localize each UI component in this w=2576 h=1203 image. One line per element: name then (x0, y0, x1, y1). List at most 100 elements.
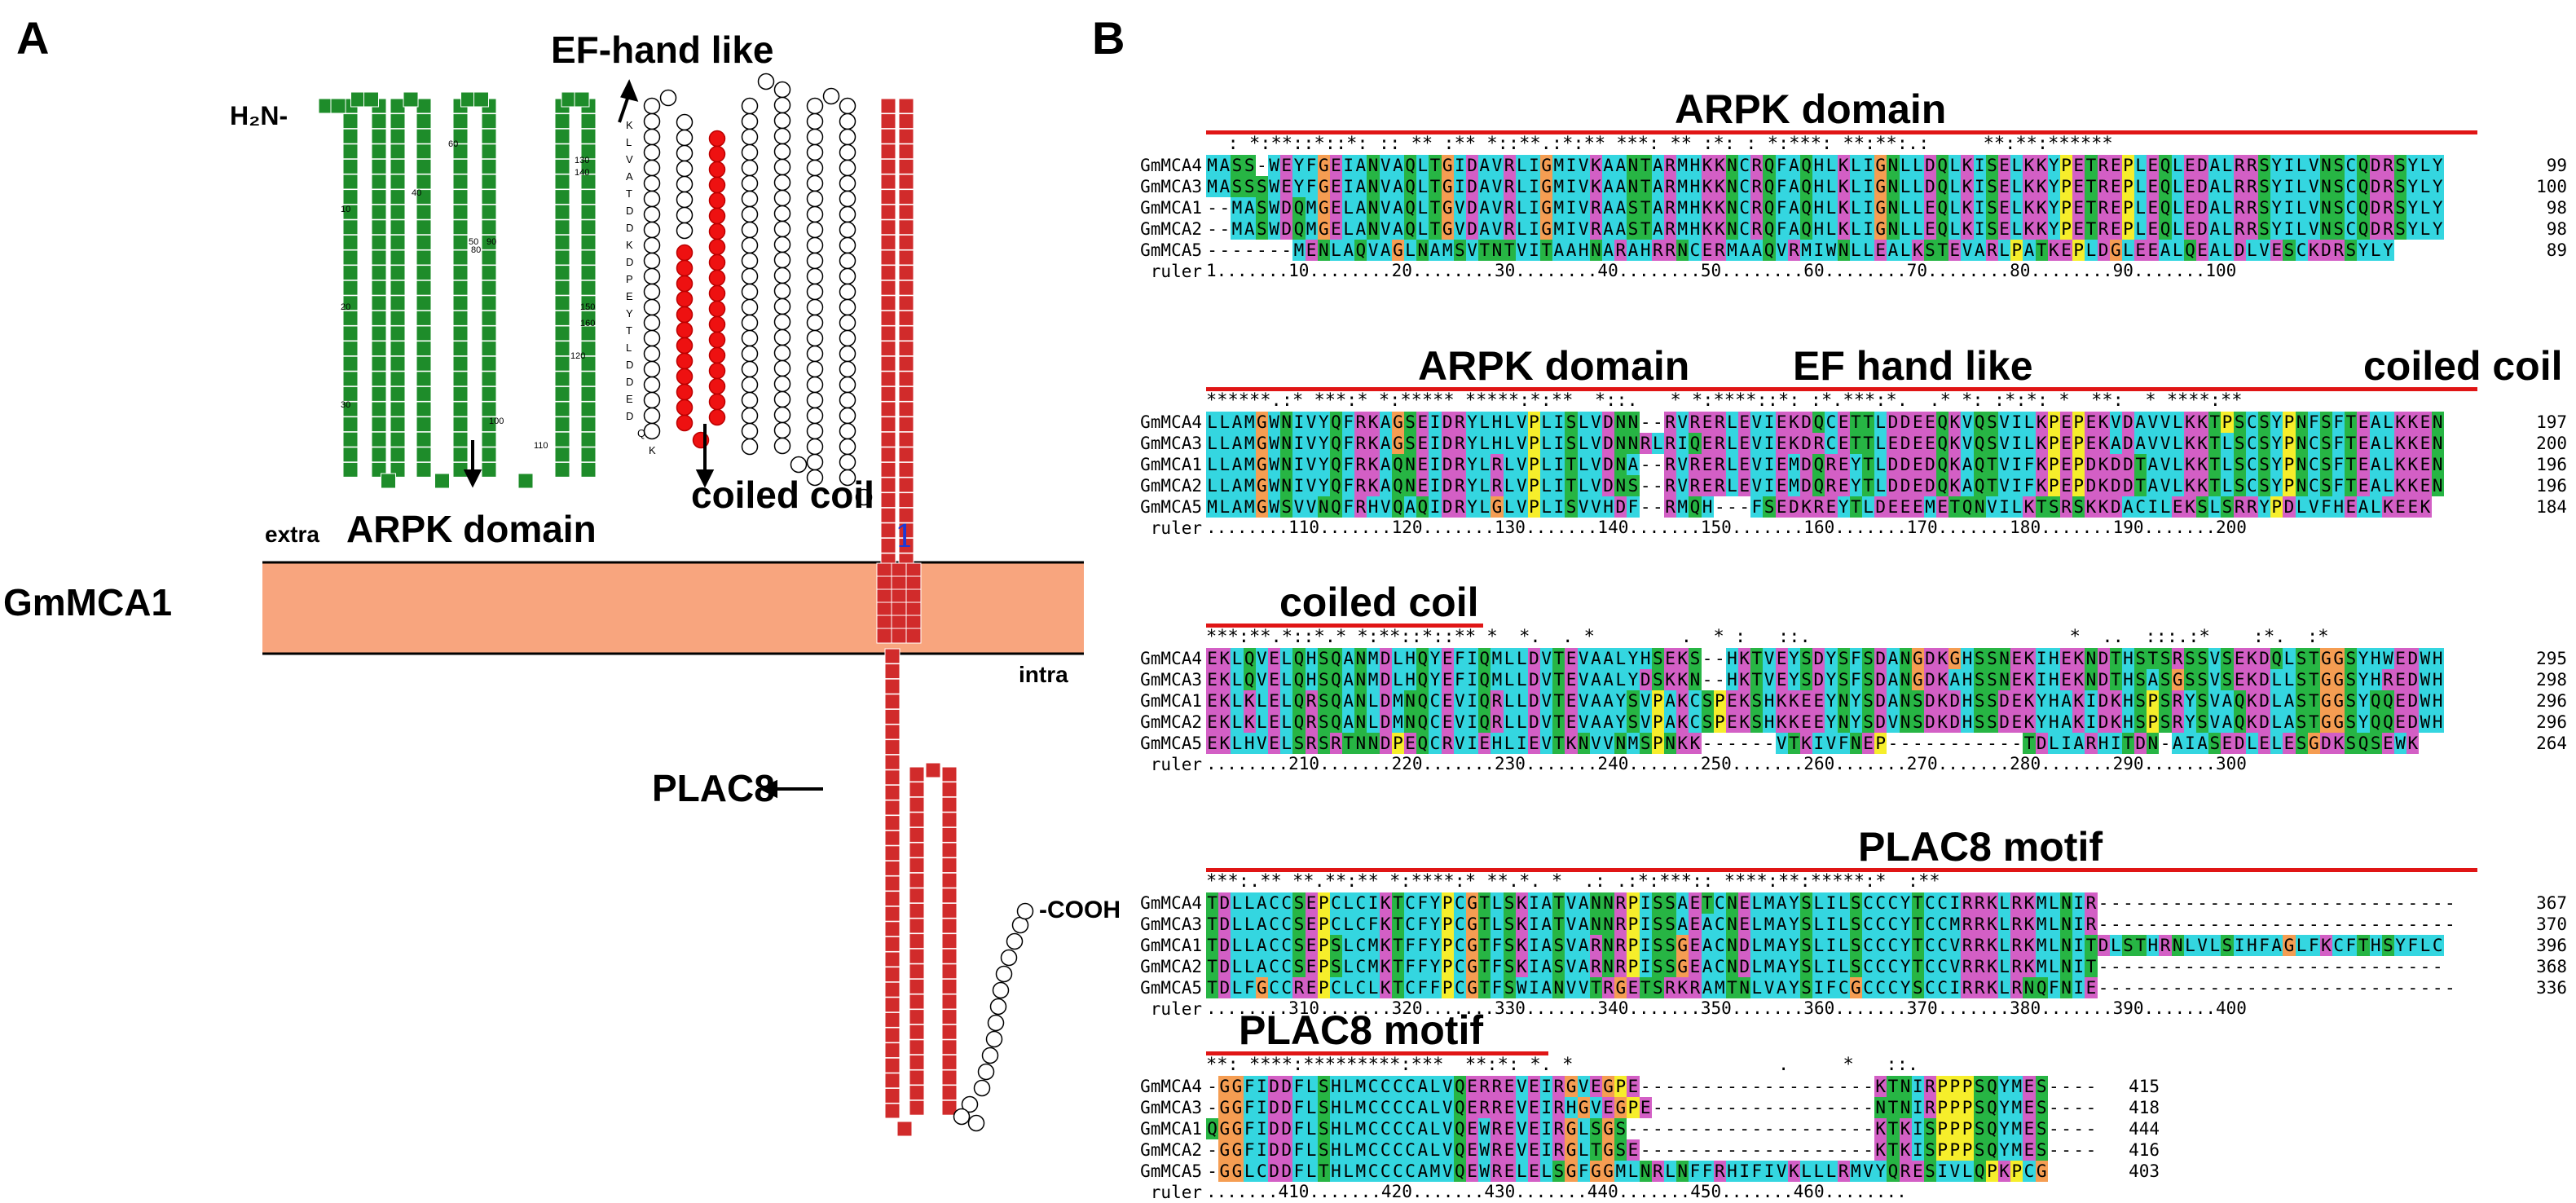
residue-cell: R (1478, 1097, 1491, 1118)
residue-cell: T (1639, 155, 1652, 176)
residue-cell: R (2159, 935, 2172, 956)
residue-cell: R (1689, 454, 1702, 475)
residue-cell: V (1949, 1161, 1962, 1182)
residue-cell: E (1923, 218, 1937, 240)
residue-cell: E (1837, 454, 1850, 475)
residue-cell: F (1305, 155, 1318, 176)
residue-cell: H (2431, 669, 2444, 690)
residue-cell: V (1367, 240, 1380, 261)
plac8-residue (909, 902, 925, 919)
residue-cell: S (1923, 240, 1937, 261)
residue-cell: D (2085, 454, 2098, 475)
residue-cell: A (2147, 475, 2160, 496)
coiled-coil-callout: coiled coil (691, 474, 874, 516)
residue-cell: A (1255, 935, 1268, 956)
residue-cell: D (2319, 733, 2333, 754)
residue-cell: P (2072, 240, 2085, 261)
residue-cell: E (1911, 412, 1924, 433)
residue-cell: - (2383, 978, 2393, 998)
residue-cell: S (1911, 712, 1924, 733)
residue-cell: S (1255, 218, 1268, 240)
plac8-residue (909, 782, 925, 798)
arpk-residue (403, 91, 419, 108)
residue-cell: F (2047, 977, 2060, 998)
residue-cell: F (1342, 496, 1355, 518)
residue-cell: L (2010, 496, 2023, 518)
residue-cell: N (1874, 1097, 1887, 1118)
residue-cell: N (1899, 712, 1912, 733)
residue-cell: W (1267, 412, 1281, 433)
residue-cell: F (1701, 1161, 1714, 1182)
residue-cell: S (2257, 155, 2271, 176)
residue-cell: D (1218, 977, 1231, 998)
residue-cell: A (2270, 935, 2283, 956)
residue-cell: C (1354, 977, 1367, 998)
residue-cell: E (2394, 712, 2407, 733)
residue-cell: W (2419, 690, 2432, 712)
residue-cell: R (1329, 733, 1343, 754)
residue-cell: I (2010, 412, 2023, 433)
residue-cell: T (1701, 892, 1714, 914)
residue-cell: E (1775, 475, 1788, 496)
residue-cell: G (1602, 1118, 1615, 1139)
residue-cell: M (1231, 197, 1244, 218)
residue-cell: - (1281, 240, 1292, 260)
residue-cell: A (1218, 176, 1231, 197)
residue-cell: - (1677, 1119, 1689, 1139)
residue-cell: E (2233, 669, 2246, 690)
residue-cell: K (1949, 412, 1962, 433)
residue-cell: E (1800, 712, 1813, 733)
residue-cell: T (2208, 433, 2222, 454)
residue-cell: A (2369, 454, 2382, 475)
residue-cell: P (1651, 690, 1664, 712)
residue-cell: G (1614, 977, 1627, 998)
residue-cell: M (1627, 733, 1640, 754)
residue-cell: T (1911, 935, 1924, 956)
residue-cell: G (1602, 1161, 1615, 1182)
residue-cell: D (1379, 648, 1392, 669)
residue-cell: - (1207, 1161, 1218, 1181)
residue-cell: D (2257, 690, 2271, 712)
residue-cell: L (1243, 1161, 1256, 1182)
residue-cell: G (1874, 155, 1887, 176)
residue-cell: - (2296, 957, 2307, 976)
residue-cell: D (2097, 648, 2110, 669)
residue-cell: - (2321, 978, 2332, 998)
residue-cell: P (1961, 1097, 1974, 1118)
residue-cell: - (2407, 978, 2419, 998)
residue-cell: P (1527, 496, 1541, 518)
coiled-coil-residue (676, 368, 694, 386)
residue-cell: - (2345, 893, 2357, 913)
residue-cell: E (1267, 712, 1281, 733)
tm-residue (898, 492, 914, 509)
tm-residue (876, 562, 892, 579)
residue-cell: L (2121, 240, 2135, 261)
ef-hand-residue (773, 297, 791, 315)
residue-cell: Q (1292, 690, 1306, 712)
residue-cell: K (2023, 935, 2036, 956)
arpk-residue (554, 265, 570, 281)
residue-cell: I (1973, 155, 1986, 176)
residue-cell: S (2134, 648, 2147, 669)
residue-cell: V (1577, 712, 1590, 733)
residue-cell: G (1565, 1139, 1578, 1161)
residue-cell: L (1874, 454, 1887, 475)
tm-residue (880, 189, 896, 205)
plac8-residue (941, 812, 958, 828)
residue-cell: - (1653, 455, 1663, 474)
residue-cell: L (1515, 1161, 1528, 1182)
residue-cell: W (1267, 433, 1281, 454)
residue-cell: A (1775, 914, 1788, 935)
residue-cell: S (1973, 690, 1986, 712)
residue-cell: V (1589, 475, 1602, 496)
residue-cell: E (1305, 935, 1318, 956)
residue-cell: P (1391, 733, 1404, 754)
tm-residue (880, 507, 896, 523)
residue-cell: S (1565, 433, 1578, 454)
residue-cell: - (2222, 978, 2233, 998)
arpk-residue (580, 310, 597, 326)
residue-cell: D (1527, 669, 1541, 690)
plac8-residue (909, 933, 925, 950)
residue-cell: E (1911, 1161, 1924, 1182)
residue-cell: S (1503, 892, 1516, 914)
